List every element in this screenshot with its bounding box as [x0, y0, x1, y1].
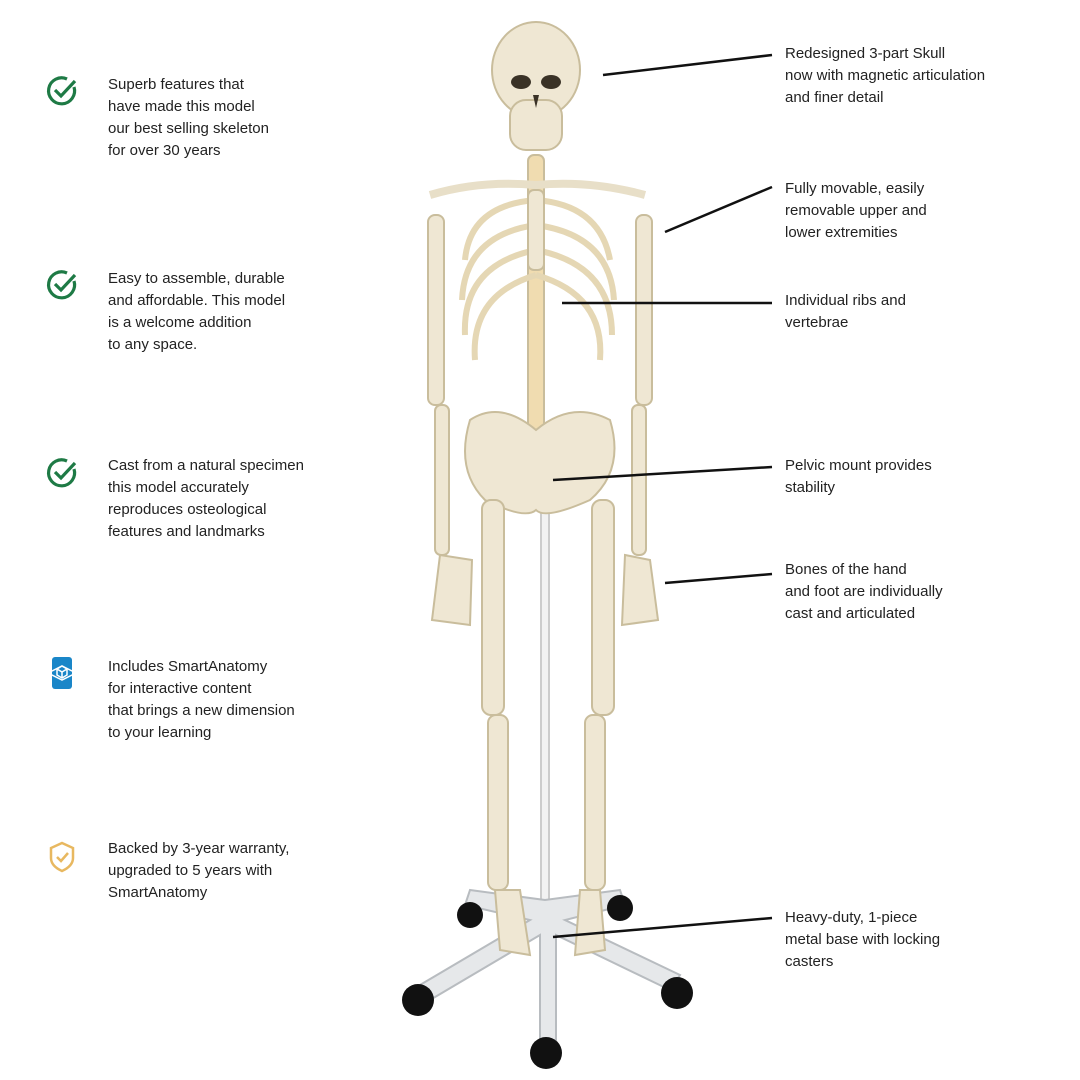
stand-pole: [540, 459, 550, 901]
feature-text-natural-specimen: Cast from a natural specimen this model …: [108, 457, 304, 540]
feature-text-best-selling: Superb features that have made this mode…: [108, 76, 269, 159]
callout-pelvic-mount: Pelvic mount provides stability: [785, 457, 932, 496]
callout-line-skull: [602, 53, 773, 77]
feature-text-warranty: Backed by 3-year warranty, upgraded to 5…: [108, 840, 290, 901]
feature-text-smartanatomy: Includes SmartAnatomy for interactive co…: [108, 658, 295, 741]
check-circle-icon: [46, 458, 77, 488]
feature-text-assemble: Easy to assemble, durable and affordable…: [108, 270, 286, 353]
callout-extremities: Fully movable, easily removable upper an…: [785, 180, 927, 241]
callout-hand-foot: Bones of the hand and foot are individua…: [785, 561, 943, 622]
callout-skull: Redesigned 3-part Skull now with magneti…: [785, 45, 986, 106]
callout-ribs: Individual ribs and vertebrae: [785, 292, 906, 331]
right-arm: [620, 214, 660, 627]
callout-base: Heavy-duty, 1-piece metal base with lock…: [785, 909, 941, 970]
shield-check-icon: [49, 841, 75, 873]
left-leg: [481, 499, 532, 957]
left-arm: [427, 214, 474, 627]
clavicles: [428, 179, 647, 199]
callout-line-extremities: [664, 185, 773, 234]
smartanatomy-phone-cube-icon: [46, 657, 78, 689]
sternum: [527, 189, 545, 271]
ribcage: [459, 197, 617, 361]
check-circle-icon: [46, 270, 77, 300]
callout-line-base: [552, 916, 773, 939]
right-leg: [573, 499, 615, 957]
callout-line-hand: [664, 572, 773, 585]
callout-line-pelvic: [552, 465, 773, 482]
check-circle-icon: [46, 76, 77, 106]
pelvis: [464, 411, 616, 515]
casters: [402, 895, 693, 1069]
